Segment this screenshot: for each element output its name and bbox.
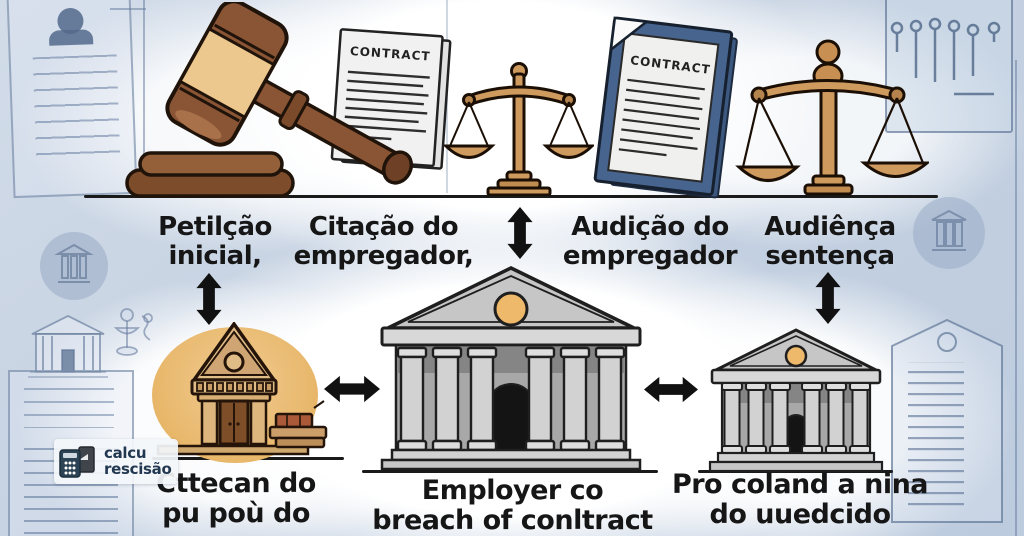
vertical-double-arrow xyxy=(196,273,222,325)
label-line: Employer co xyxy=(421,475,604,506)
small-tan-courthouse-icon xyxy=(156,322,328,456)
label-line: do uuedcido xyxy=(709,498,892,530)
faded-seal-right xyxy=(913,197,985,269)
contract-title: CONTRACT xyxy=(350,44,432,64)
faded-scales-doodle xyxy=(113,308,153,356)
person-silhouette-shoulders xyxy=(48,29,94,46)
columns xyxy=(721,382,871,454)
fold-line xyxy=(143,0,145,155)
scales-of-justice-icon xyxy=(444,62,594,196)
large-scales-of-justice-icon xyxy=(735,39,929,196)
gavel-icon xyxy=(125,2,414,198)
fold-line xyxy=(110,8,146,10)
label-employer-breach: Employer co breach of conltract xyxy=(345,476,680,535)
fold-line xyxy=(1015,60,1017,536)
calcu-rescisao-logo: calcu rescisão xyxy=(54,439,178,484)
label-line: sentença xyxy=(765,240,895,271)
label-line: empregador, xyxy=(293,240,474,271)
faded-courthouse-sketch xyxy=(28,314,108,378)
faded-panel-top-right xyxy=(885,0,1013,133)
label-line: Cttecan do xyxy=(156,468,316,499)
label-line: Audiênça xyxy=(764,212,896,242)
label-line: pu poù do xyxy=(162,497,310,529)
label-peticao-inicial: Petilção inicial, xyxy=(125,213,305,270)
logo-text-line2: rescisão xyxy=(104,459,172,478)
label-audienca-sentenca: Audiênça sentença xyxy=(745,213,915,270)
horizontal-double-arrow xyxy=(324,375,380,403)
label-line: breach of conltract xyxy=(372,504,653,536)
label-citacao-empregador: Citação do empregador, xyxy=(286,213,481,270)
label-line: Pro coland a nina xyxy=(671,469,929,500)
label-line: inicial, xyxy=(168,240,263,271)
faded-text-lines xyxy=(24,388,114,428)
faded-tag-document-right xyxy=(891,318,1003,523)
faded-seal-left xyxy=(40,232,108,300)
vertical-double-arrow xyxy=(507,207,533,259)
central-courthouse-icon xyxy=(380,266,642,470)
contract-folder-icon: CONTRACT xyxy=(593,16,738,199)
horizontal-double-arrow xyxy=(644,376,698,403)
label-audicao-empregador: Audição do empregador xyxy=(550,213,750,270)
hanging-symbols xyxy=(890,17,1001,96)
center-ground-line xyxy=(362,470,658,473)
bench-icon xyxy=(268,400,328,449)
logo-text-line1: calcu xyxy=(104,443,147,462)
label-line: Citação do xyxy=(308,212,459,242)
label-line: Petilção xyxy=(158,212,272,242)
gavel-sound-block xyxy=(125,151,295,198)
right-courthouse-icon xyxy=(708,328,884,472)
calculator-icon xyxy=(59,445,95,478)
label-line: empregador xyxy=(562,240,738,271)
vertical-double-arrow xyxy=(815,272,841,324)
door xyxy=(218,399,250,446)
gavel-head xyxy=(165,2,289,147)
label-pro-coland: Pro coland a nina do uuedcido xyxy=(650,470,950,529)
frieze-dentils xyxy=(196,382,273,392)
top-ground-line xyxy=(84,195,938,198)
label-cttecan: Cttecan do pu poù do xyxy=(136,469,336,528)
label-line: Audição do xyxy=(571,212,729,242)
